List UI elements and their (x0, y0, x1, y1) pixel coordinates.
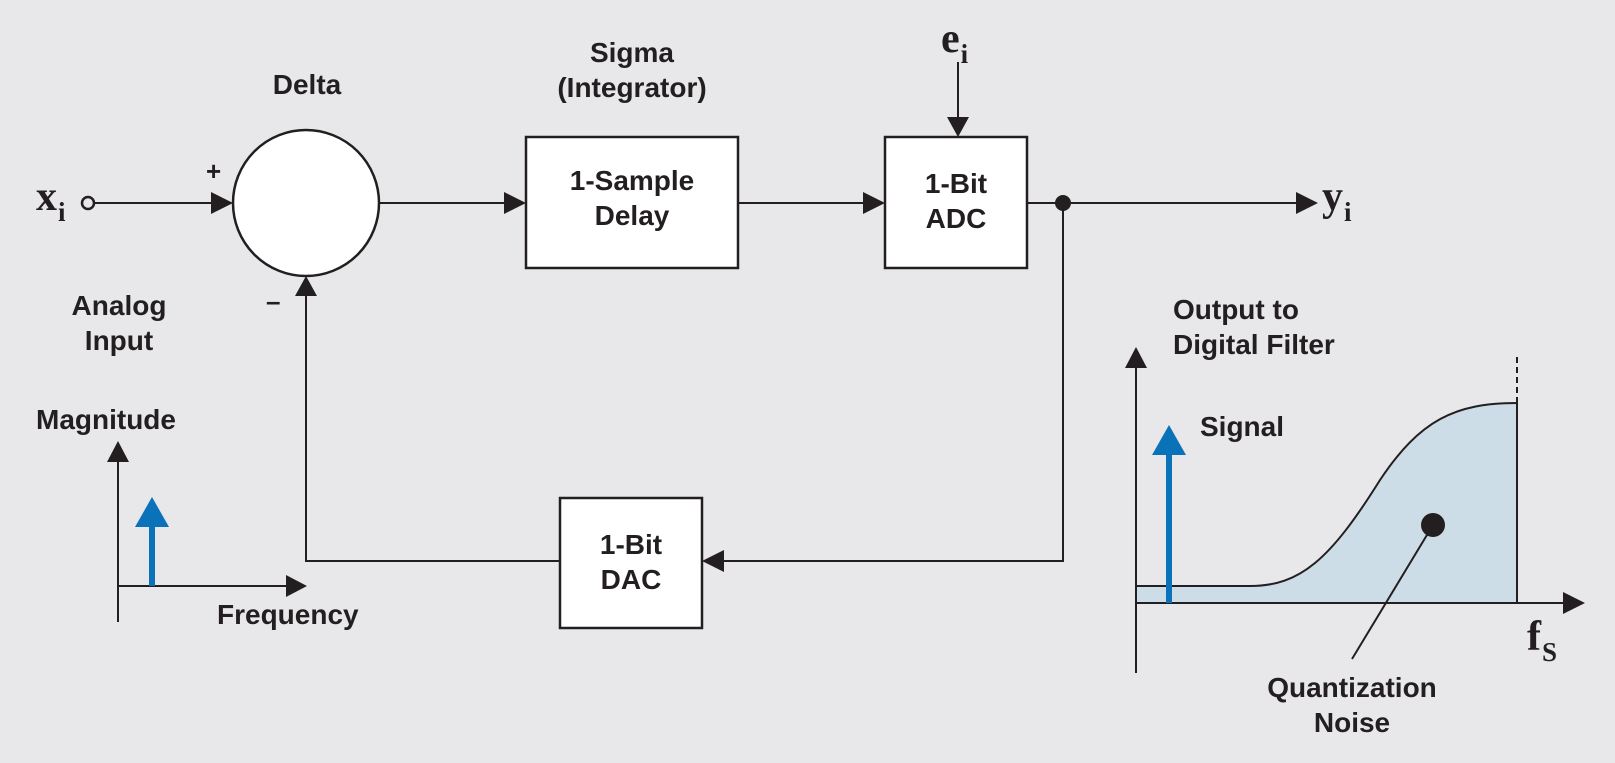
integrator-label-line-2: (Integrator) (557, 72, 707, 103)
delay-block (524, 135, 740, 270)
input-spectrum-x-arrowhead (286, 575, 307, 597)
dac-block-label-line-2: DAC (600, 564, 662, 595)
error-variable-main: e (941, 16, 960, 62)
adc-block (883, 135, 1029, 270)
input-variable-main: x (36, 174, 57, 220)
output-spectrum-caption-line-1: Output to (1173, 294, 1299, 325)
integrator-label: Sigma (Integrator) (557, 35, 706, 105)
delay-arrowhead (504, 192, 526, 214)
delay-block-label-line-1: 1-Sample (569, 165, 695, 196)
output-variable-sub: i (1344, 197, 1352, 227)
minus-sign: – (266, 286, 281, 316)
sampling-frequency-main: f (1527, 614, 1541, 660)
output-spectrum-caption: Output to Digital Filter (1173, 292, 1335, 362)
output-signal-arrowhead (1152, 425, 1186, 455)
error-variable-sub: i (960, 39, 969, 69)
error-arrowhead (947, 117, 969, 137)
quantization-noise-label: Quantization Noise (1267, 670, 1437, 740)
feedback-wire-left (305, 292, 560, 562)
output-spectrum-y-arrowhead (1125, 347, 1147, 368)
delay-block-label: 1-Sample Delay (570, 163, 695, 233)
output-variable: yi (1322, 174, 1352, 226)
adc-arrowhead (863, 192, 885, 214)
dac-block-label: 1-Bit DAC (600, 527, 662, 597)
input-spectrum-y-arrowhead (107, 441, 129, 462)
output-spectrum-caption-line-2: Digital Filter (1173, 329, 1335, 360)
input-variable-sub: i (58, 197, 66, 227)
integrator-label-line-1: Sigma (589, 37, 675, 68)
feedback-arrowhead (295, 276, 317, 296)
output-variable-main: y (1322, 174, 1343, 220)
sampling-frequency-label: fS (1527, 614, 1557, 666)
input-variable: xi (36, 174, 66, 226)
input-terminal (80, 195, 96, 211)
input-signal-arrowhead (135, 497, 169, 527)
error-variable: ei (941, 16, 968, 68)
delta-label: Delta (272, 69, 342, 100)
dac-block-label-line-1: 1-Bit (599, 529, 663, 560)
sampling-frequency-sub: S (1542, 637, 1558, 667)
dac-block (558, 496, 704, 630)
frequency-label: Frequency (217, 599, 359, 630)
noise-curve (1136, 402, 1518, 587)
magnitude-label: Magnitude (36, 404, 176, 435)
plus-sign: + (206, 156, 222, 186)
summing-junction (231, 128, 381, 278)
adc-block-label: 1-Bit ADC (925, 166, 987, 236)
adc-block-label-line-2: ADC (925, 203, 987, 234)
signal-label: Signal (1200, 411, 1285, 442)
feedback-wire-right (720, 203, 1064, 562)
analog-input-caption-line-1: Analog (71, 290, 167, 321)
adc-block-label-line-1: 1-Bit (924, 168, 988, 199)
output-spectrum-x-arrowhead (1563, 592, 1585, 614)
quantization-noise-area (1136, 403, 1517, 603)
output-arrowhead (1296, 192, 1318, 214)
quantization-noise-label-line-1: Quantization (1267, 672, 1437, 703)
analog-input-caption-line-2: Input (84, 325, 154, 356)
quantization-noise-label-line-2: Noise (1313, 707, 1391, 738)
delay-block-label-line-2: Delay (594, 200, 670, 231)
input-arrowhead (211, 192, 233, 214)
noise-pointer-line (1351, 524, 1434, 660)
dac-arrowhead (702, 550, 724, 572)
analog-input-caption: Analog Input (72, 288, 167, 358)
